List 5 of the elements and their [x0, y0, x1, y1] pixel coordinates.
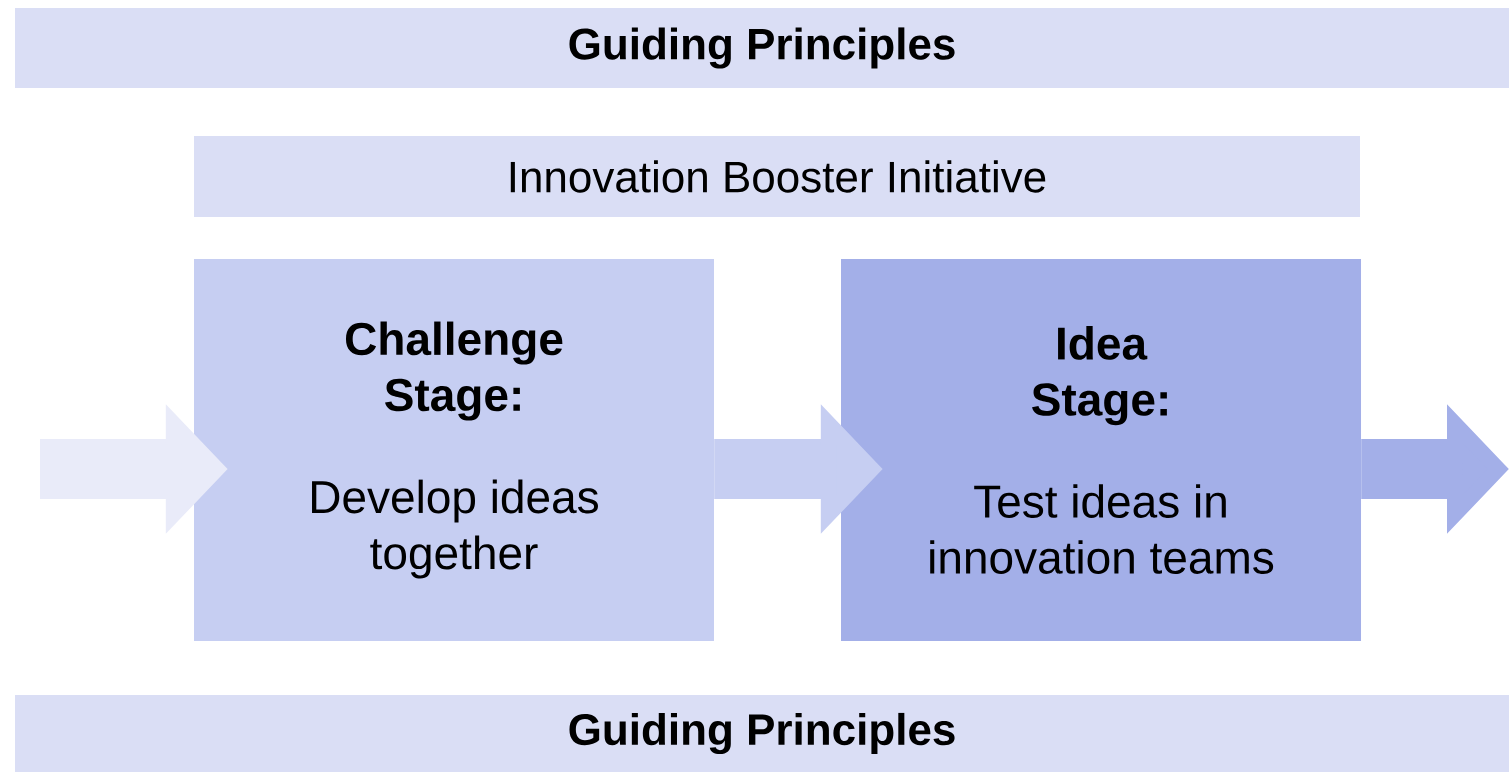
title-band: Guiding Principles: [15, 8, 1509, 88]
stage-box: Idea Stage: Test ideas in innovation teams: [841, 259, 1361, 641]
title-band: Guiding Principles: [15, 695, 1509, 772]
banner: Innovation Booster Initiative: [194, 136, 1360, 217]
stage-box: Challenge Stage: Develop ideas together: [194, 259, 714, 641]
